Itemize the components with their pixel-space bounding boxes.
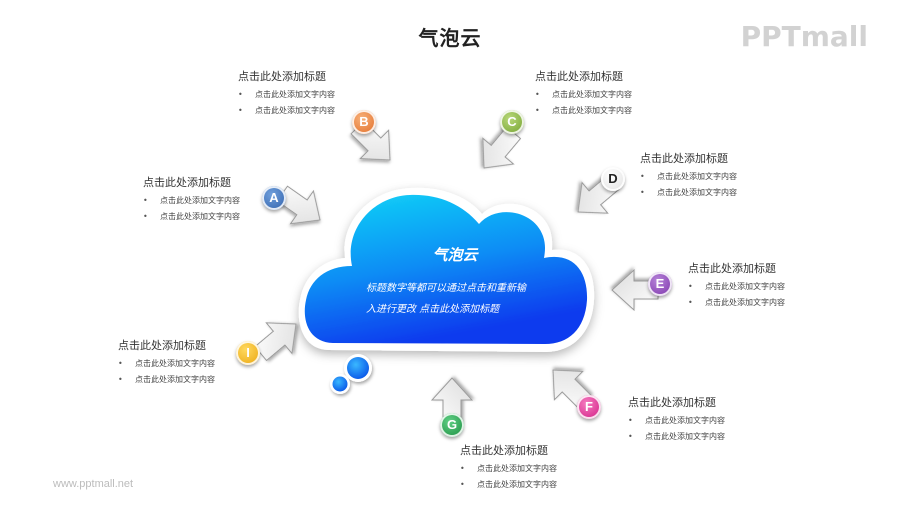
item-title[interactable]: 点击此处添加标题 (238, 70, 326, 83)
badge-g: G (440, 413, 464, 437)
badge-c: C (500, 110, 524, 134)
item-title[interactable]: 点击此处添加标题 (460, 444, 548, 457)
item-bullet[interactable]: 点击此处添加文字内容 (535, 103, 735, 119)
item-a: 点击此处添加标题 点击此处添加文字内容 点击此处添加文字内容 (143, 175, 343, 225)
item-title[interactable]: 点击此处添加标题 (628, 396, 716, 409)
item-title[interactable]: 点击此处添加标题 (118, 339, 206, 352)
item-bullet[interactable]: 点击此处添加文字内容 (143, 209, 343, 225)
brand-logo: PPTmall (740, 20, 868, 53)
item-b: 点击此处添加标题 点击此处添加文字内容 点击此处添加文字内容 (238, 69, 438, 119)
item-d: 点击此处添加标题 点击此处添加文字内容 点击此处添加文字内容 (640, 151, 840, 201)
page-title: 气泡云 (418, 26, 482, 50)
item-bullet[interactable]: 点击此处添加文字内容 (640, 169, 840, 185)
item-bullet[interactable]: 点击此处添加文字内容 (628, 413, 828, 429)
badge-f: F (577, 395, 601, 419)
item-e: 点击此处添加标题 点击此处添加文字内容 点击此处添加文字内容 (688, 261, 888, 311)
item-bullet[interactable]: 点击此处添加文字内容 (143, 193, 343, 209)
item-bullet[interactable]: 点击此处添加文字内容 (460, 461, 660, 477)
item-bullet[interactable]: 点击此处添加文字内容 (460, 477, 660, 493)
item-bullet[interactable]: 点击此处添加文字内容 (535, 87, 735, 103)
item-bullet[interactable]: 点击此处添加文字内容 (640, 185, 840, 201)
item-title[interactable]: 点击此处添加标题 (143, 176, 231, 189)
thought-bubbles (330, 354, 372, 394)
item-bullet[interactable]: 点击此处添加文字内容 (238, 103, 438, 119)
item-title[interactable]: 点击此处添加标题 (535, 70, 623, 83)
cloud-body-line-2: 入进行更改 点击此处添加标题 (366, 304, 500, 315)
item-bullet[interactable]: 点击此处添加文字内容 (688, 279, 888, 295)
badge-e: E (648, 272, 672, 296)
item-f: 点击此处添加标题 点击此处添加文字内容 点击此处添加文字内容 (628, 395, 828, 445)
cloud-body-line-1: 标题数字等都可以通过点击和重新输 (366, 283, 526, 294)
item-bullet[interactable]: 点击此处添加文字内容 (628, 429, 828, 445)
item-g: 点击此处添加标题 点击此处添加文字内容 点击此处添加文字内容 (460, 443, 660, 493)
item-i: 点击此处添加标题 点击此处添加文字内容 点击此处添加文字内容 (118, 338, 318, 388)
item-c: 点击此处添加标题 点击此处添加文字内容 点击此处添加文字内容 (535, 69, 735, 119)
cloud-title: 气泡云 (432, 246, 478, 264)
cloud-body: 标题数字等都可以通过点击和重新输 入进行更改 点击此处添加标题 (366, 278, 556, 320)
item-bullet[interactable]: 点击此处添加文字内容 (688, 295, 888, 311)
footer-url: www.pptmall.net (53, 478, 134, 490)
cloud-shape (298, 187, 595, 352)
item-title[interactable]: 点击此处添加标题 (640, 152, 728, 165)
badge-d: D (601, 167, 625, 191)
item-title[interactable]: 点击此处添加标题 (688, 262, 776, 275)
item-bullet[interactable]: 点击此处添加文字内容 (118, 372, 318, 388)
item-bullet[interactable]: 点击此处添加文字内容 (118, 356, 318, 372)
item-bullet[interactable]: 点击此处添加文字内容 (238, 87, 438, 103)
